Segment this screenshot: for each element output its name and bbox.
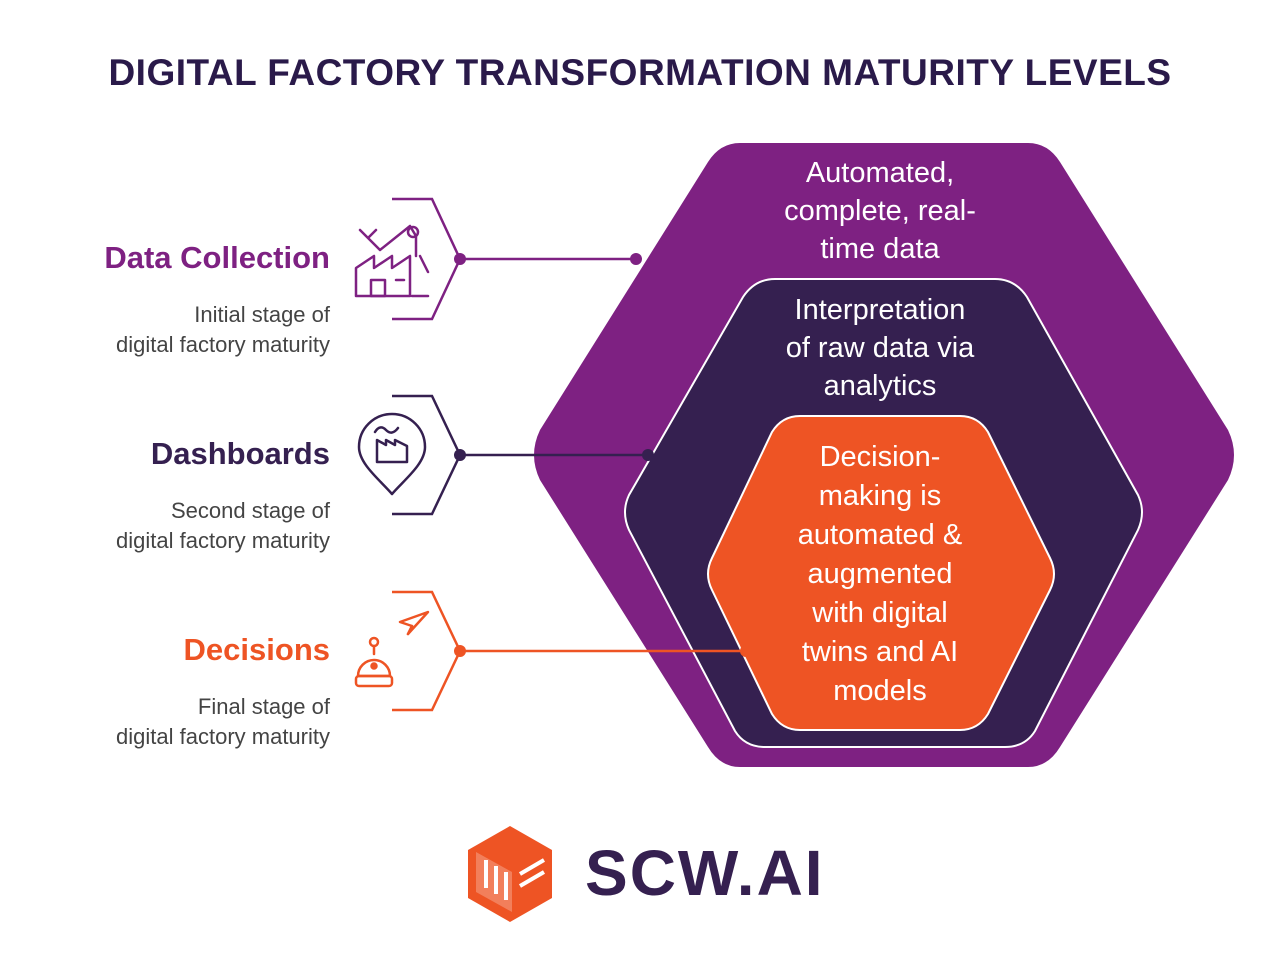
factory-robot-arm-icon (354, 224, 430, 298)
stage-desc-dashboards: Second stage of digital factory maturity (116, 498, 330, 553)
connector-data-collection (392, 197, 636, 321)
factory-location-pin-icon (357, 412, 427, 496)
stage-title-data-collection: Data Collection (104, 240, 330, 275)
logo-text: SCW.AI (585, 837, 825, 909)
stage-title-decisions: Decisions (183, 632, 330, 667)
inner-hexagon-text: Decision- making is automated & augmente… (797, 441, 963, 707)
outer-hexagon-text: Automated, complete, real- time data (784, 157, 976, 265)
inner-hexagon (707, 415, 1055, 731)
stage-desc-data-collection: Initial stage of digital factory maturit… (116, 302, 330, 357)
stage-title-dashboards: Dashboards (150, 436, 330, 471)
middle-hexagon-text: Interpretation of raw data via analytics (785, 294, 975, 402)
page-title: DIGITAL FACTORY TRANSFORMATION MATURITY … (108, 52, 1172, 93)
stage-desc-decisions: Final stage of digital factory maturity (116, 694, 330, 749)
robot-send-icon (354, 610, 430, 688)
box-logo-icon (468, 826, 552, 922)
